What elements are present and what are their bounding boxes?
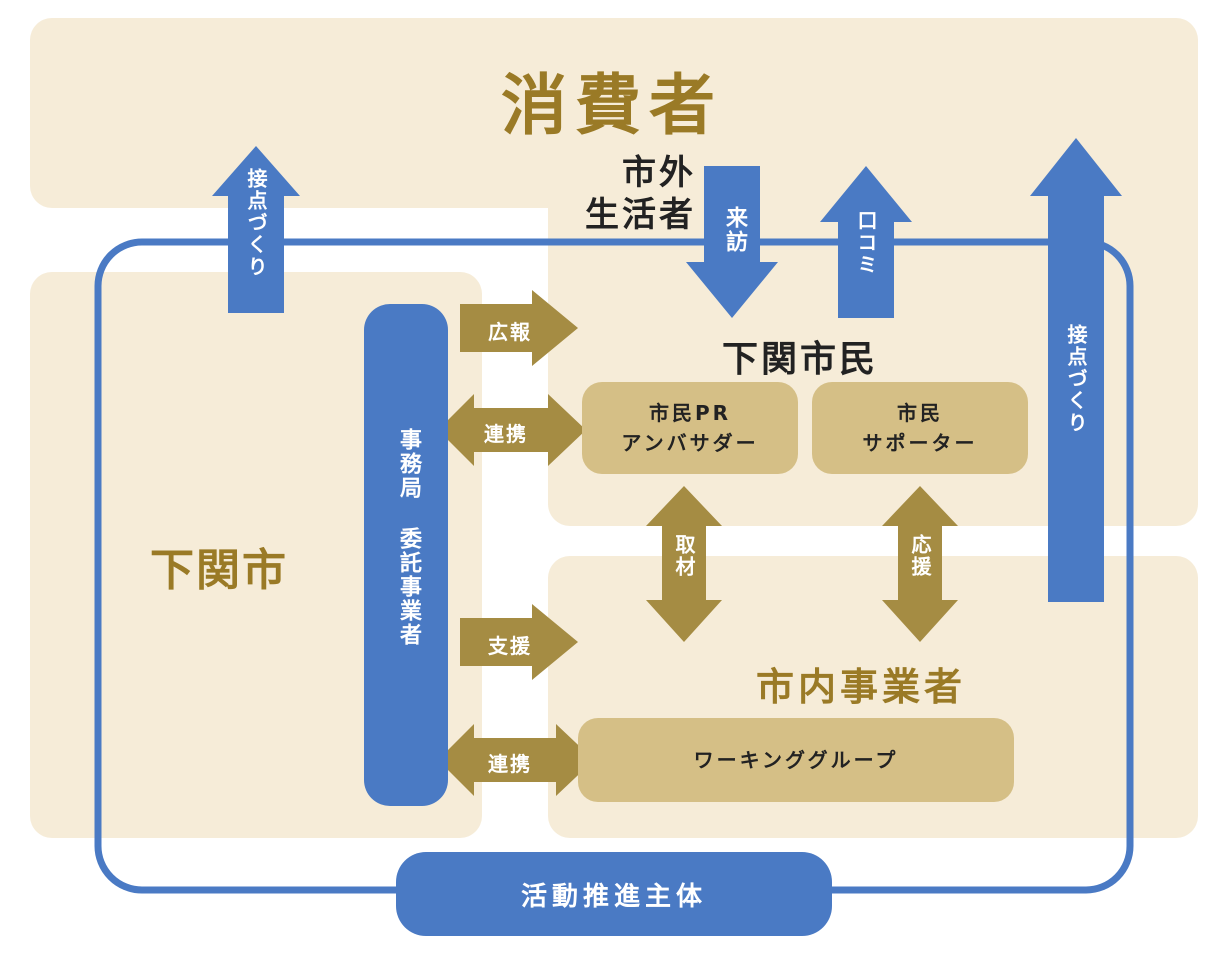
support-label: 支援 (488, 634, 532, 658)
activity-actor-label: 活動推進主体 (520, 881, 707, 912)
support-arrow (460, 604, 578, 680)
contact-right-arrow (1030, 138, 1122, 602)
local-business-title: 市内事業者 (756, 665, 967, 709)
word-of-mouth-label: 口コミ (854, 210, 878, 276)
citizens-title: 下関市民 (722, 339, 879, 380)
cheer-label: 応援 (908, 534, 932, 578)
consumer-title: 消費者 (501, 67, 723, 144)
link-top-arrow (438, 394, 586, 466)
supporter-box: 市民 サポーター (812, 382, 1028, 474)
pr-arrow (460, 290, 578, 366)
visit-label: 来訪 (722, 206, 747, 254)
secretariat-label: 事務局 委託事業者 (396, 428, 421, 647)
city-title: 下関市 (150, 545, 288, 596)
visit-arrow (686, 166, 778, 318)
interview-label: 取材 (672, 534, 696, 578)
ambassador-box: 市民PR アンバサダー (582, 382, 798, 474)
cheer-arrow (882, 486, 958, 642)
working-group-box: ワーキンググループ (578, 718, 1014, 802)
interview-arrow (646, 486, 722, 642)
contact-right-label: 接点づくり (1064, 324, 1088, 434)
contact-left-label: 接点づくり (244, 168, 268, 278)
pr-label: 広報 (488, 320, 532, 344)
word-of-mouth-arrow (820, 166, 912, 318)
outside-resident-title: 市外 生活者 (585, 153, 696, 235)
contact-left-arrow (212, 146, 300, 313)
link-bottom-arrow (438, 724, 594, 796)
activity-actor-pill: 活動推進主体 (396, 852, 832, 936)
secretariat-bar (364, 304, 448, 806)
link-bottom-label: 連携 (488, 752, 532, 776)
link-top-label: 連携 (484, 422, 528, 446)
